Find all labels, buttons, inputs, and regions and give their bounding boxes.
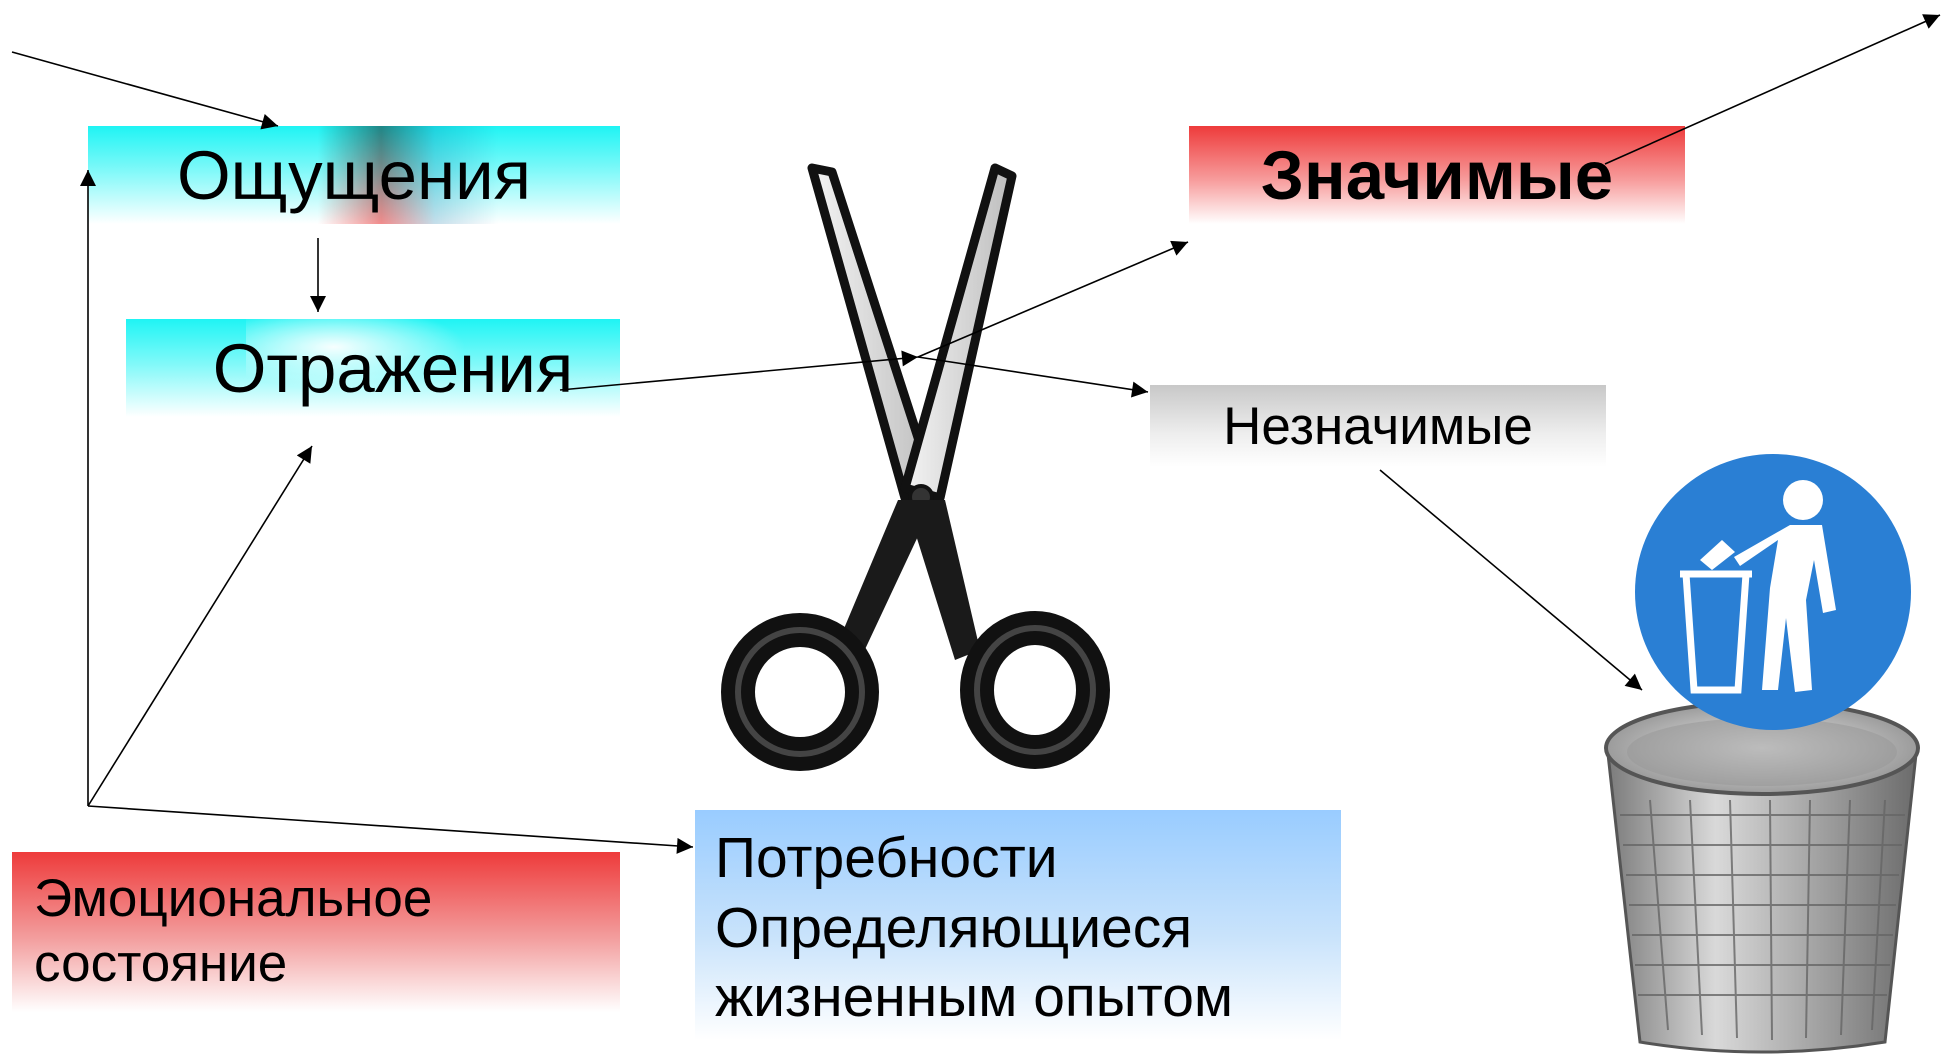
arrow-insignificant-to-trash <box>1379 469 1643 691</box>
arrow-scissors-to-significant <box>917 240 1189 358</box>
needs-line-3: жизненным опытом <box>715 965 1234 1030</box>
significant-box: Значимые <box>1189 126 1685 224</box>
emotional-state-line-1: Эмоциональное <box>34 869 433 929</box>
needs-box: Потребности Определяющиеся жизненным опы… <box>695 810 1341 1040</box>
emotional-state-box: Эмоциональное состояние <box>12 852 620 1012</box>
insignificant-label: Незначимые <box>1223 396 1533 456</box>
insignificant-box: Незначимые <box>1150 385 1606 467</box>
arrow-emotion-to-needs <box>87 805 694 854</box>
arrow-emotion-to-reflections <box>87 445 313 807</box>
reflections-label: Отражения <box>212 329 574 407</box>
emotional-state-line-2: состояние <box>34 934 288 993</box>
sensations-box: Ощущения <box>88 126 620 224</box>
sensations-label: Ощущения <box>176 136 532 214</box>
arrow-scissors-to-insignificant <box>917 356 1149 398</box>
significant-label: Значимые <box>1260 136 1614 214</box>
needs-line-2: Определяющиеся <box>715 895 1193 960</box>
reflections-box: Отражения <box>126 319 620 417</box>
arrow-input-to-sensations <box>11 51 279 130</box>
needs-line-1: Потребности <box>715 826 1058 890</box>
